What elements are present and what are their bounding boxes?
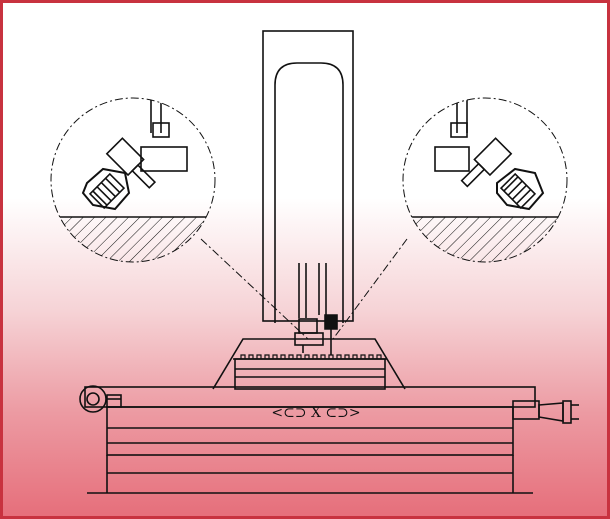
machine-column [262, 30, 354, 323]
handwheel [79, 385, 122, 413]
spindle-head [294, 263, 338, 355]
leadscrew-handle [512, 400, 579, 424]
fixture-teeth [240, 354, 382, 359]
detail-view-right [403, 98, 567, 262]
x-table [84, 386, 536, 494]
machine-diagram [50, 30, 579, 494]
machine-base [212, 338, 406, 390]
detail-view-left [51, 98, 215, 262]
